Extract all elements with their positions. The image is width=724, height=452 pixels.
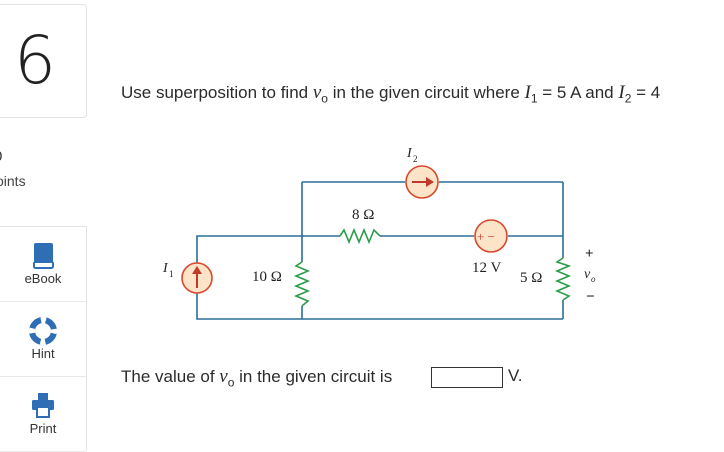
answer-text-2: in the given circuit is <box>234 367 393 386</box>
label-vo-plus: + <box>585 246 594 262</box>
resistor-8ohm <box>339 227 381 245</box>
prompt-text-2: in the given circuit where <box>327 83 525 102</box>
prompt-text-1: Use superposition to find <box>121 83 313 102</box>
resistor-5ohm <box>554 257 572 301</box>
printer-icon <box>32 393 54 418</box>
label-vo-sub: o <box>591 274 596 284</box>
answer-unit: V. <box>508 366 523 385</box>
ebook-button[interactable]: eBook <box>0 227 86 302</box>
answer-vo-var: v <box>219 366 228 387</box>
voltage-source-12v: + − <box>474 219 508 253</box>
current-source-i1 <box>181 262 213 294</box>
vsource-polarity: + − <box>477 229 495 244</box>
ebook-label: eBook <box>24 271 62 286</box>
points-label: oints <box>0 173 26 189</box>
prompt-i2-var: I <box>618 82 625 103</box>
hint-button[interactable]: Hint <box>0 302 86 377</box>
current-source-i2 <box>405 165 439 199</box>
points-value: 0 <box>0 148 2 165</box>
tool-panel: eBook Hint Print <box>0 226 87 452</box>
question-prompt: Use superposition to find vo in the give… <box>121 82 660 105</box>
question-number: 6 <box>14 22 56 99</box>
label-vo: v <box>584 267 591 282</box>
prompt-i2-sub: 2 <box>624 91 632 106</box>
lifebuoy-icon <box>29 317 57 345</box>
print-label: Print <box>29 421 57 436</box>
prompt-i1-eq: = 5 A and <box>537 83 619 102</box>
label-i2: I <box>406 146 413 161</box>
circuit-wires <box>196 181 564 320</box>
prompt-vo-var: v <box>312 82 322 103</box>
prompt-i2-eq: = 4 <box>631 83 661 102</box>
answer-input[interactable] <box>431 367 503 388</box>
label-8ohm: 8 Ω <box>352 207 374 223</box>
label-10ohm: 10 Ω <box>252 269 282 285</box>
prompt-i1-var: I <box>524 82 531 103</box>
label-vo-minus: − <box>586 289 595 305</box>
label-5ohm: 5 Ω <box>520 270 542 286</box>
label-i1: I <box>162 261 169 276</box>
print-button[interactable]: Print <box>0 377 86 452</box>
label-i2-sub: 2 <box>413 154 418 164</box>
prompt-vo-sub: o <box>321 91 328 106</box>
answer-text-1: The value of <box>121 367 220 386</box>
hint-label: Hint <box>31 346 55 361</box>
resistor-10ohm <box>293 261 311 307</box>
label-i1-sub: 1 <box>169 269 174 279</box>
question-number-panel: 6 <box>0 4 87 118</box>
label-12v: 12 V <box>472 260 501 276</box>
prompt-i1-sub: 1 <box>530 91 538 106</box>
book-icon <box>33 243 54 269</box>
circuit-diagram: + − I 1 I 2 10 Ω 8 Ω 12 V 5 Ω + v o − <box>162 146 596 320</box>
answer-vo-sub: o <box>227 375 235 390</box>
answer-prompt: The value of vo in the given circuit is <box>121 366 392 389</box>
